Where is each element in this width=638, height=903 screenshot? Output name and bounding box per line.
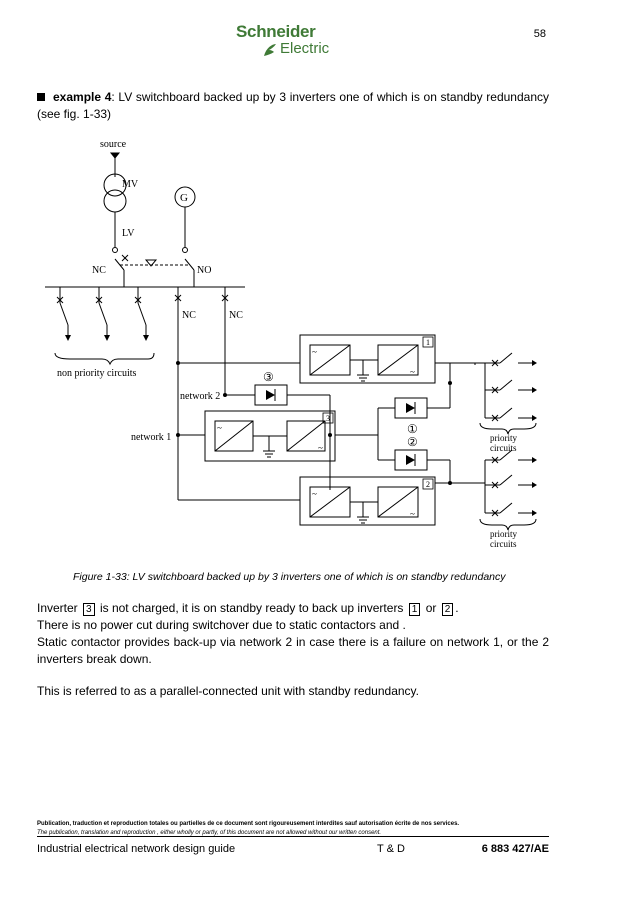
inverter-2-box: 2 xyxy=(441,603,454,616)
legal-notice-fr: Publication, traduction et reproduction … xyxy=(37,821,460,827)
inverter-1-box: 1 xyxy=(408,603,421,616)
schneider-electric-logo: Schneider Electric xyxy=(234,22,364,60)
priority-b-line1: priority xyxy=(490,529,517,539)
switchboard-diagram: source MV LV G NC NO NC NC non priority … xyxy=(45,139,537,549)
footer-reference: 6 883 427/AE xyxy=(481,843,549,855)
nc-right-label: NC xyxy=(229,310,243,321)
paragraph-no-power-cut: There is no power cut during switchover … xyxy=(37,618,406,632)
intro-paragraph: example 4: LV switchboard backed up by 3… xyxy=(37,89,549,123)
network-2-label: network 2 xyxy=(180,391,220,402)
generator-label: G xyxy=(180,192,188,204)
tilde-glyph: ~ xyxy=(410,367,415,377)
inverter-2-tag: 2 xyxy=(426,480,430,489)
footer-title: Industrial electrical network design gui… xyxy=(37,843,236,855)
logo-line-1: Schneider xyxy=(236,22,316,41)
footer-divider xyxy=(37,836,549,837)
paragraph-inverter-standby: Inverter 3 is not charged, it is on stan… xyxy=(37,600,549,617)
p1-text-d: . xyxy=(455,601,459,615)
contactor-3-label: ③ xyxy=(263,370,274,384)
figure-caption: Figure 1-33: LV switchboard backed up by… xyxy=(73,571,506,583)
no-label: NO xyxy=(197,265,211,276)
tilde-glyph: ~ xyxy=(318,443,323,453)
non-priority-label: non priority circuits xyxy=(57,368,137,379)
inverter-1-tag: 1 xyxy=(426,338,430,347)
inverter-3-tag: 3 xyxy=(326,414,330,423)
nc-left-label: NC xyxy=(92,265,106,276)
tilde-glyph: ~ xyxy=(217,423,222,433)
example-label: example 4 xyxy=(53,90,112,104)
contactor-1-label: ① xyxy=(407,422,418,436)
mv-label: MV xyxy=(122,179,139,190)
intro-text: : LV switchboard backed up by 3 inverter… xyxy=(37,90,549,121)
page-number: 58 xyxy=(533,28,546,40)
inverter-3-box: 3 xyxy=(83,603,95,616)
bullet-square-icon xyxy=(37,93,45,101)
p1-text-c: or xyxy=(425,601,437,615)
priority-a-line2: circuits xyxy=(490,443,517,453)
paragraph-static-contactor: Static contactor provides back-up via ne… xyxy=(37,635,549,666)
source-label: source xyxy=(100,139,127,150)
legal-notice: Publication, traduction et reproduction … xyxy=(37,820,552,838)
paragraph-standby-redundancy: This is referred to as a parallel-connec… xyxy=(37,684,419,698)
p1-text-b: is not charged, it is on standby ready t… xyxy=(99,601,404,615)
lv-label: LV xyxy=(122,228,135,239)
legal-notice-en: The publication, translation and reprodu… xyxy=(37,830,382,836)
priority-a-line1: priority xyxy=(490,433,517,443)
network-1-label: network 1 xyxy=(131,432,171,443)
tilde-glyph: ~ xyxy=(312,489,317,499)
p1-text-a: Inverter xyxy=(37,601,78,615)
contactor-2-label: ② xyxy=(407,435,418,449)
tilde-glyph: ~ xyxy=(312,347,317,357)
priority-b-line2: circuits xyxy=(490,539,517,549)
logo-mark-icon xyxy=(264,44,276,56)
logo-line-2: Electric xyxy=(280,40,330,57)
footer-dept: T & D xyxy=(377,843,405,855)
nc-mid-label: NC xyxy=(182,310,196,321)
tilde-glyph: ~ xyxy=(410,509,415,519)
